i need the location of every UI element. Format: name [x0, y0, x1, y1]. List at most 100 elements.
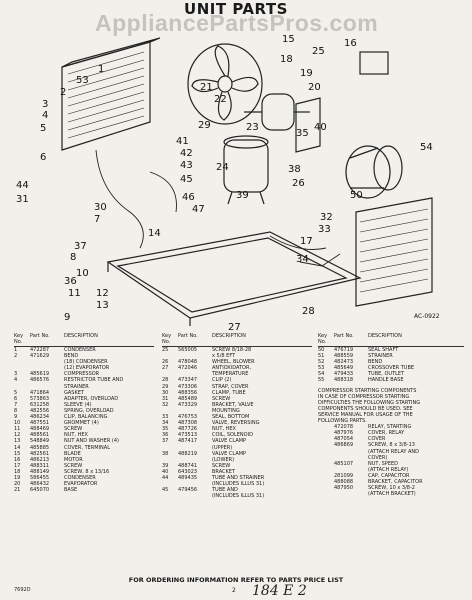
exploded-parts-diagram: 1532345644313073783691011121314294142434… — [16, 34, 440, 332]
callout-number: 17 — [300, 236, 313, 247]
part-description: SPRING, OVERLOAD — [64, 407, 114, 414]
page-title: UNIT PARTS — [184, 0, 288, 18]
callout-number: 31 — [16, 194, 29, 205]
part-number: 487054 — [334, 436, 354, 443]
part-description: WHEEL, BLOWER — [212, 359, 255, 366]
part-number — [334, 491, 368, 497]
part-description: COVER) — [368, 454, 388, 461]
callout-number: 27 — [228, 322, 241, 332]
part-number: 485489 — [178, 395, 198, 402]
part-description: SCREW, 8 x 13/16 — [64, 468, 110, 475]
callout-number: 22 — [214, 94, 227, 105]
handwritten-note: 184 E 2 — [252, 583, 307, 599]
callout-number: 23 — [246, 122, 259, 133]
part-number: 573863 — [30, 395, 50, 402]
header-key: Key No. — [318, 333, 328, 345]
part-number: 487308 — [178, 420, 198, 427]
part-description: HANDLE BASE — [368, 377, 404, 384]
callout-number: 38 — [288, 164, 301, 175]
callout-number: 53 — [76, 75, 89, 86]
part-number: 486576 — [30, 377, 50, 384]
part-number: 548849 — [30, 438, 50, 445]
part-description: VALVE CLAMP — [212, 438, 247, 445]
key-number: 52 — [318, 359, 325, 366]
callout-number: 16 — [344, 38, 357, 49]
part-description: (18) CONDENSER — [64, 359, 108, 366]
part-description: COMPRESSOR — [64, 371, 100, 378]
part-description: TUBE AND — [212, 487, 238, 494]
key-number: 55 — [318, 377, 325, 384]
part-number: 486234 — [30, 414, 50, 421]
part-description: BLADE — [64, 450, 81, 457]
part-number: 478048 — [178, 359, 198, 366]
key-number: 31 — [162, 395, 169, 402]
part-number: 473306 — [178, 383, 198, 390]
callout-number: 21 — [200, 82, 213, 93]
header-part: Part No. — [334, 333, 354, 339]
table-row: (INCLUDES ILLUS 31) — [162, 481, 312, 487]
key-number: 18 — [14, 468, 21, 475]
part-number: 488469 — [30, 426, 50, 433]
key-number: 12 — [14, 432, 21, 439]
part-number: 482556 — [30, 407, 50, 414]
part-number: 487726 — [178, 426, 198, 433]
part-description: BASE — [64, 487, 78, 494]
part-number: 487551 — [30, 420, 50, 427]
part-description: (INCLUDES ILLUS 31) — [212, 481, 265, 488]
table-row: MOUNTING — [162, 408, 312, 414]
note-line: DIFFICULTIES THE FOLLOWING STARTING — [318, 399, 421, 406]
key-number: 15 — [14, 450, 21, 457]
part-number: 488561 — [30, 432, 50, 439]
part-description: TEMPERATURE — [212, 371, 249, 378]
part-number: 487976 — [334, 430, 354, 437]
table-row: (LOWER) — [162, 457, 312, 463]
part-description: SCREW, 10 x 3/8-2 — [368, 485, 415, 492]
callout-number: 8 — [70, 252, 76, 263]
key-number: 7 — [14, 401, 18, 408]
part-description: VALVE CLAMP — [212, 450, 247, 457]
fan-blade-drawing — [187, 43, 263, 125]
part-number: 281099 — [334, 472, 354, 479]
callout-number: 40 — [314, 122, 327, 133]
key-number: 17 — [14, 462, 21, 469]
key-number: 29 — [162, 383, 169, 390]
header-part: Part No. — [30, 333, 50, 339]
table-header: Key No. Part No. DESCRIPTION — [162, 333, 312, 347]
part-description: COVER — [368, 436, 386, 443]
page-number: 2 — [232, 587, 236, 594]
callout-number: 29 — [198, 120, 211, 131]
callout-number: 2 — [60, 87, 66, 98]
seal-plate-drawing — [359, 51, 389, 75]
header-description: DESCRIPTION — [212, 333, 246, 339]
key-number — [318, 491, 334, 497]
part-description: RESTRICTOR TUBE AND — [64, 377, 124, 384]
part-description: CONDENSER — [64, 347, 96, 353]
callout-number: 13 — [96, 300, 109, 311]
part-description: x 5/8 EFT — [212, 353, 236, 360]
part-number: 488741 — [178, 462, 198, 469]
key-number: 2 — [14, 353, 18, 360]
key-number: 21 — [14, 487, 21, 494]
part-description: STRAINER — [64, 383, 89, 390]
key-number: 54 — [318, 371, 325, 378]
part-description: MOTOR — [64, 456, 83, 463]
refrigerant-tubing-drawing — [95, 149, 341, 267]
key-number: 35 — [162, 426, 169, 433]
part-number: 476719 — [334, 347, 354, 353]
part-description: TUBE AND STRAINER — [212, 474, 265, 481]
part-description: EVAPORATOR — [64, 481, 98, 488]
part-description: (ATTACH RELAY AND — [368, 448, 420, 455]
